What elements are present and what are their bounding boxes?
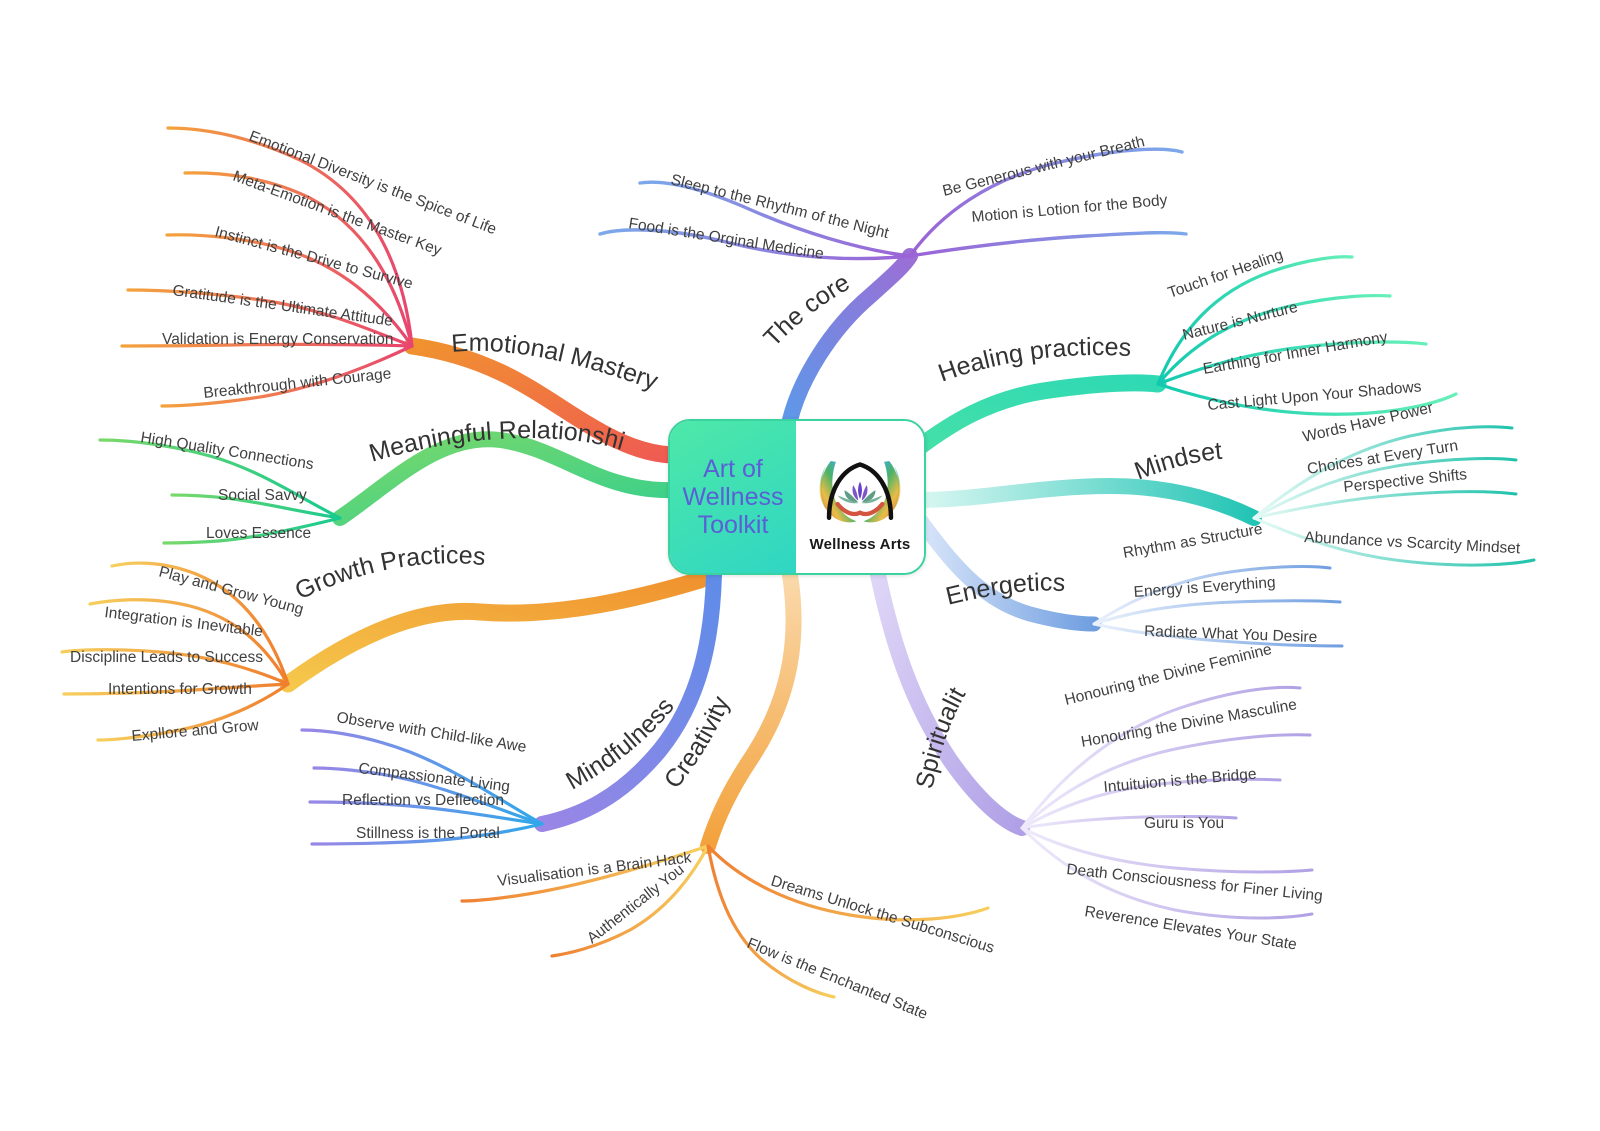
central-title-line-2: Wellness: [682, 483, 784, 511]
leaf-label: Discipline Leads to Success: [70, 649, 263, 666]
leaf-label: Stillness is the Portal: [356, 825, 500, 842]
leaf-group-healing-practices: [1156, 255, 1458, 416]
branch-healing-practices[interactable]: [909, 255, 1458, 457]
leaf-label: Abundance vs Scarcity Mindset: [1304, 529, 1522, 557]
leaf-label: Intuituion is the Bridge: [1103, 766, 1257, 796]
leaf-label: Social Savvy: [218, 487, 307, 504]
leaf-label: Rhythm as Structure: [1122, 521, 1264, 562]
leaf-label: Reflection vs Deflection: [342, 792, 504, 809]
leaf-group-creativity: [460, 844, 990, 999]
leaf-label: Breakthrough with Courage: [203, 365, 392, 402]
leaf-label: Nature is Nurture: [1181, 299, 1300, 344]
leaf-label: Compassionate Living: [358, 760, 511, 795]
branch-energetics[interactable]: [912, 512, 1344, 648]
leaf-label: Intentions for Growth: [108, 681, 252, 698]
leaf-label: Radiate What You Desire: [1144, 623, 1318, 646]
leaf-label: Expllore and Grow: [131, 717, 260, 745]
leaf-label: Flow is the Enchanted State: [745, 935, 930, 1023]
main-label-mindset: Mindset: [1131, 437, 1224, 486]
branch-mindfulness[interactable]: [300, 567, 722, 846]
leaf-group-energetics: [1092, 565, 1344, 648]
branch-emotional-mastery[interactable]: [120, 126, 681, 464]
leaf-group-mindfulness: [300, 728, 544, 846]
leaf-group-spirituality: [1020, 685, 1314, 920]
leaf-label: Validation is Energy Conservation: [162, 331, 393, 348]
leaf-label: Honouring the Divine Feminine: [1063, 641, 1274, 709]
central-logo-panel: Wellness Arts: [796, 421, 924, 573]
leaf-label: Food is the Orginal Medicine: [627, 215, 825, 263]
leaf-label: Be Generous with your Breath: [941, 133, 1147, 200]
central-title-line-3: Toolkit: [697, 511, 769, 539]
leaf-group-growth-practices: [60, 561, 290, 742]
central-title: Art of Wellness Toolkit: [683, 455, 784, 539]
leaf-group-mindset: [1252, 425, 1536, 567]
leaf-group-meaningful-relationships: [98, 438, 342, 545]
central-node[interactable]: Art of Wellness Toolkit: [668, 419, 926, 575]
central-title-line-1: Art of: [703, 455, 763, 483]
leaf-label: Earthing for Inner Harmony: [1202, 329, 1389, 378]
leaf-label: Death Consciousness for Finer Living: [1066, 861, 1324, 905]
branch-creativity[interactable]: [460, 567, 990, 999]
branch-growth-practices[interactable]: [60, 561, 709, 742]
leaf-label: Words Have Power: [1301, 399, 1435, 446]
leaf-label: Reverence Elevates Your State: [1083, 903, 1298, 953]
branch-spirituality[interactable]: [870, 567, 1314, 920]
central-title-panel: Art of Wellness Toolkit: [670, 421, 796, 573]
leaf-label: Loves Essence: [206, 525, 311, 542]
branch-meaningful-relationships[interactable]: [98, 431, 680, 545]
leaf-label: Observe with Child-like Awe: [335, 709, 527, 756]
leaf-group-emotional-mastery: [120, 126, 414, 408]
leaf-label: Guru is You: [1144, 815, 1224, 832]
logo-caption: Wellness Arts: [809, 536, 911, 553]
branch-mindset[interactable]: [912, 425, 1536, 567]
leaf-label: Motion is Lotion for the Body: [971, 192, 1168, 226]
main-label-the-core-4: The core 4: [0, 0, 860, 352]
leaf-label: Integration is Inevitable: [104, 604, 264, 640]
main-label-spirituality: Spirituality: [0, 0, 971, 791]
leaf-label: Play and Grow Young: [157, 563, 305, 618]
main-label-growth-practices: Growth Practices: [291, 541, 487, 605]
leaf-label: High Quality Connections: [139, 429, 315, 473]
branch-the-core-4[interactable]: [598, 147, 1188, 428]
wellness-arts-logo-icon: [808, 449, 912, 535]
leaf-label: Energy is Everything: [1133, 574, 1276, 601]
leaf-group-the-core-4: [598, 147, 1188, 261]
